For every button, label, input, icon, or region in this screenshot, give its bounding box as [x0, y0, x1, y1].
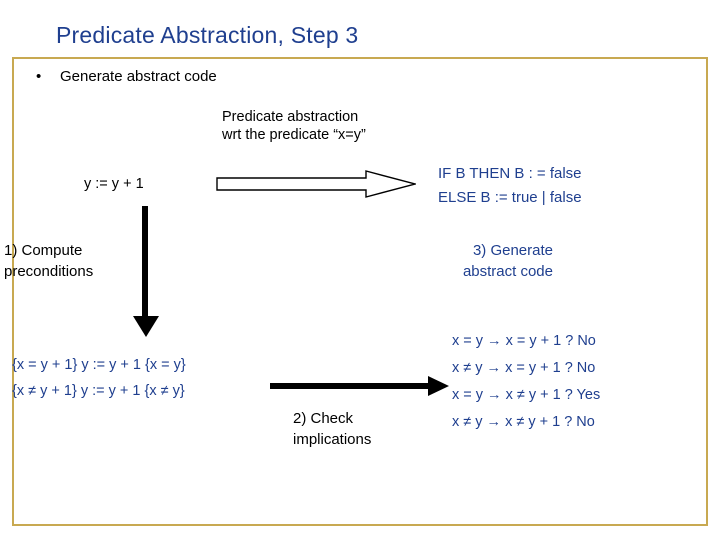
hoare-triple-row: {x ≠ y + 1} y := y + 1 {x ≠ y}: [12, 383, 185, 399]
abstraction-caption-line1: Predicate abstraction: [222, 109, 359, 125]
abstract-code-line2: ELSE B := true | false: [438, 189, 582, 206]
frame-rule-top: [12, 57, 708, 59]
implication-row: x = y → x ≠ y + 1 ? Yes: [452, 387, 601, 403]
step3-line2: abstract code: [462, 263, 553, 280]
frame-rule-bottom: [12, 524, 708, 526]
source-assignment: y := y + 1: [84, 176, 144, 192]
step2-line1: 2) Check: [293, 410, 354, 427]
bullet-marker: •: [36, 68, 42, 85]
frame-rule-left: [12, 57, 14, 526]
bullet-label: Generate abstract code: [60, 68, 217, 85]
page-title: Predicate Abstraction, Step 3: [56, 22, 359, 48]
block-arrow-right-icon: [216, 170, 416, 198]
arrow-right-icon: [270, 376, 449, 396]
step1-line2: preconditions: [4, 263, 94, 280]
implication-list: x = y → x = y + 1 ? No x ≠ y → x = y + 1…: [452, 328, 600, 436]
abstraction-caption-line2: wrt the predicate “x=y”: [222, 127, 366, 143]
implication-row: x ≠ y → x = y + 1 ? No: [452, 360, 596, 376]
step3-label: 3) Generate abstract code: [463, 240, 553, 282]
step2-line2: implications: [293, 431, 372, 448]
step3-line1: 3) Generate: [472, 242, 553, 259]
hoare-triple-row: {x = y + 1} y := y + 1 {x = y}: [12, 357, 186, 373]
bullet-item: • Generate abstract code: [36, 68, 217, 85]
abstract-code-block: IF B THEN B : = false ELSE B := true | f…: [438, 162, 582, 210]
step1-label: 1) Compute preconditions: [4, 240, 93, 282]
implication-row: x ≠ y → x ≠ y + 1 ? No: [452, 414, 595, 430]
step2-label: 2) Check implications: [293, 408, 371, 450]
frame-rule-right: [706, 57, 708, 526]
arrow-down-icon: [133, 206, 159, 337]
hoare-triples: {x = y + 1} y := y + 1 {x = y} {x ≠ y + …: [12, 352, 186, 404]
step1-line1: 1) Compute: [4, 242, 83, 259]
abstract-code-line1: IF B THEN B : = false: [438, 165, 582, 182]
implication-row: x = y → x = y + 1 ? No: [452, 333, 596, 349]
abstraction-caption: Predicate abstraction wrt the predicate …: [222, 108, 366, 144]
